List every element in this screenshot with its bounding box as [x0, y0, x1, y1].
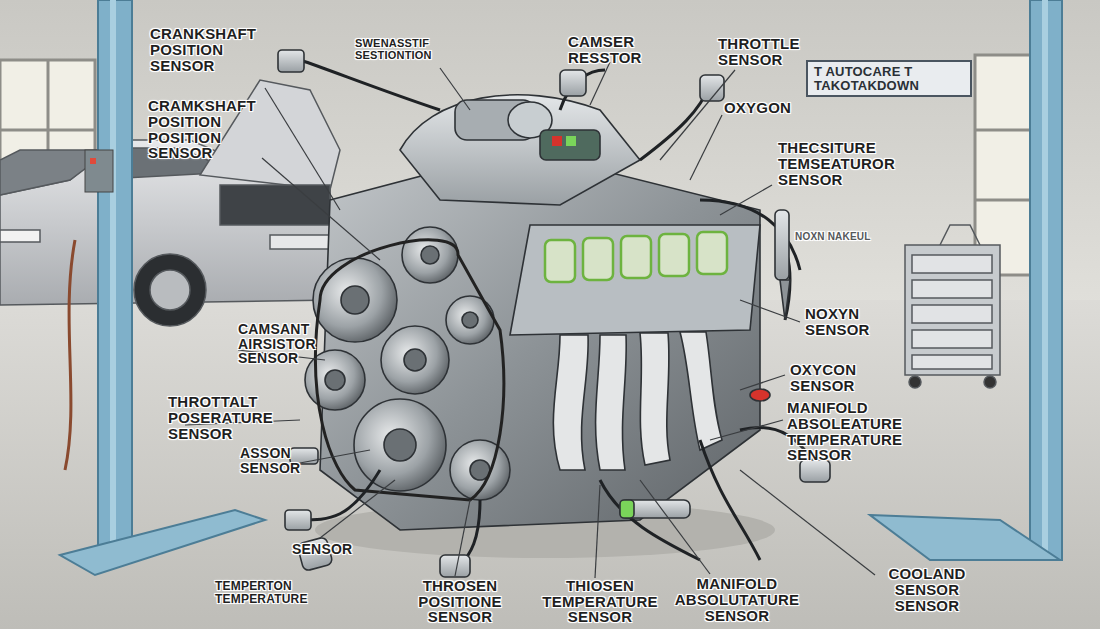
sensor-label: THROTTLE SENSOR: [718, 36, 808, 68]
sensor-label: MANIFOLD ABSOLEATURE TEMPERATURE SENSOR: [787, 400, 967, 463]
sensor-label: MANIFOLD ABSOLUTATURE SENSOR: [672, 576, 802, 623]
leader-line: [185, 62, 875, 578]
sensor-label: OXYGON: [724, 100, 824, 116]
shop-sign: T AUTOCARE T TAKOTAKDOWN: [806, 60, 972, 97]
sensor-label: ASSON SENSOR: [240, 446, 310, 475]
sensor-label: CAMSER RESSTOR: [568, 34, 678, 66]
car: [0, 80, 340, 326]
sensor-label: CRANKSHAFT POSITION SENSOR: [150, 26, 270, 73]
lift-post: [60, 0, 265, 575]
wall: [0, 0, 1100, 330]
sensor-label: SWENASSTIF SESTIONTION: [355, 38, 505, 61]
sensor-label: OXYCON SENSOR: [790, 362, 900, 394]
sensor-label: THIOSEN TEMPERATURE SENSOR: [535, 578, 665, 625]
sensor-label: TEMPERTON TEMPERATURE: [215, 580, 325, 605]
tool-cart: [905, 225, 1000, 388]
sensor-label: NOXYN SENSOR: [805, 306, 905, 338]
sensor-label: THROTTALT POSERATURE SENSOR: [168, 394, 298, 441]
sensor-label: SENSOR: [292, 542, 362, 557]
engine-illustration: [278, 50, 830, 577]
sensor-label: COOLAND SENSOR SENSOR: [872, 566, 982, 613]
faint-label: NOXN NAKEUL: [795, 232, 875, 243]
sensor-label: CRAMKSHAFT POSITION POSITION SENSOR: [148, 98, 268, 161]
sensor-label: CAMSANT AIRSISTOR SENSOR: [238, 322, 358, 366]
sensor-label: THROSEN POSITIONE SENSOR: [400, 578, 520, 625]
sensor-label: THECSITURE TEMSEATUROR SENSOR: [778, 140, 948, 187]
